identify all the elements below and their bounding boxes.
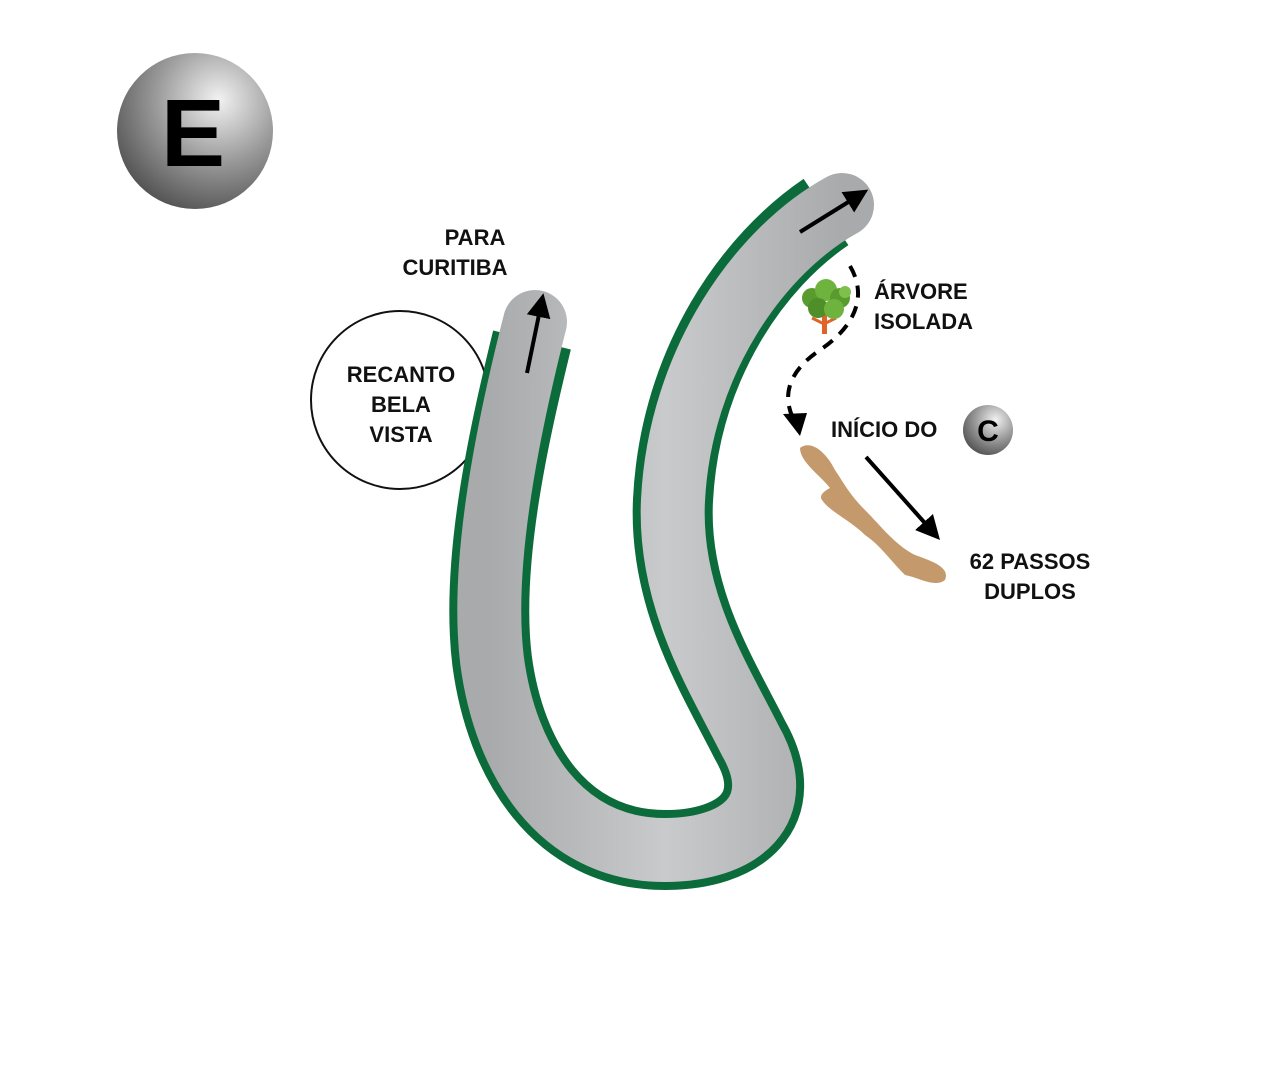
badge-c-letter: C bbox=[977, 415, 999, 448]
label-line: RECANTO bbox=[346, 362, 456, 387]
arrow-to-curitiba bbox=[525, 293, 551, 374]
label-para-curitiba: PARA CURITIBA bbox=[390, 223, 520, 283]
road bbox=[449, 173, 874, 891]
arrow-62-passos bbox=[864, 455, 940, 540]
arrow-road-end bbox=[798, 189, 869, 234]
dashed-arrowhead bbox=[783, 413, 807, 436]
label-line: CURITIBA bbox=[402, 255, 508, 280]
dashed-path-arrow bbox=[786, 264, 861, 423]
label-line: ÁRVORE bbox=[874, 279, 968, 304]
trail-shape bbox=[800, 445, 946, 584]
tree-icon bbox=[802, 279, 851, 334]
label-line: BELA bbox=[371, 392, 431, 417]
badge-e-letter: E bbox=[161, 80, 225, 187]
label-recanto-bela-vista: RECANTO BELA VISTA bbox=[331, 360, 471, 450]
label-line: DUPLOS bbox=[984, 579, 1076, 604]
label-inicio-do: INÍCIO DO bbox=[831, 417, 938, 442]
road-surface bbox=[457, 173, 874, 883]
badge-c: C bbox=[963, 405, 1013, 455]
label-62-passos-duplos: 62 PASSOS DUPLOS bbox=[955, 547, 1105, 607]
label-line: 62 PASSOS bbox=[969, 549, 1091, 574]
label-line: VISTA bbox=[369, 422, 433, 447]
label-line: ISOLADA bbox=[874, 309, 973, 334]
label-arvore-isolada: ÁRVORE ISOLADA bbox=[874, 277, 973, 337]
label-line: PARA bbox=[444, 225, 506, 250]
badge-e: E bbox=[117, 53, 273, 209]
